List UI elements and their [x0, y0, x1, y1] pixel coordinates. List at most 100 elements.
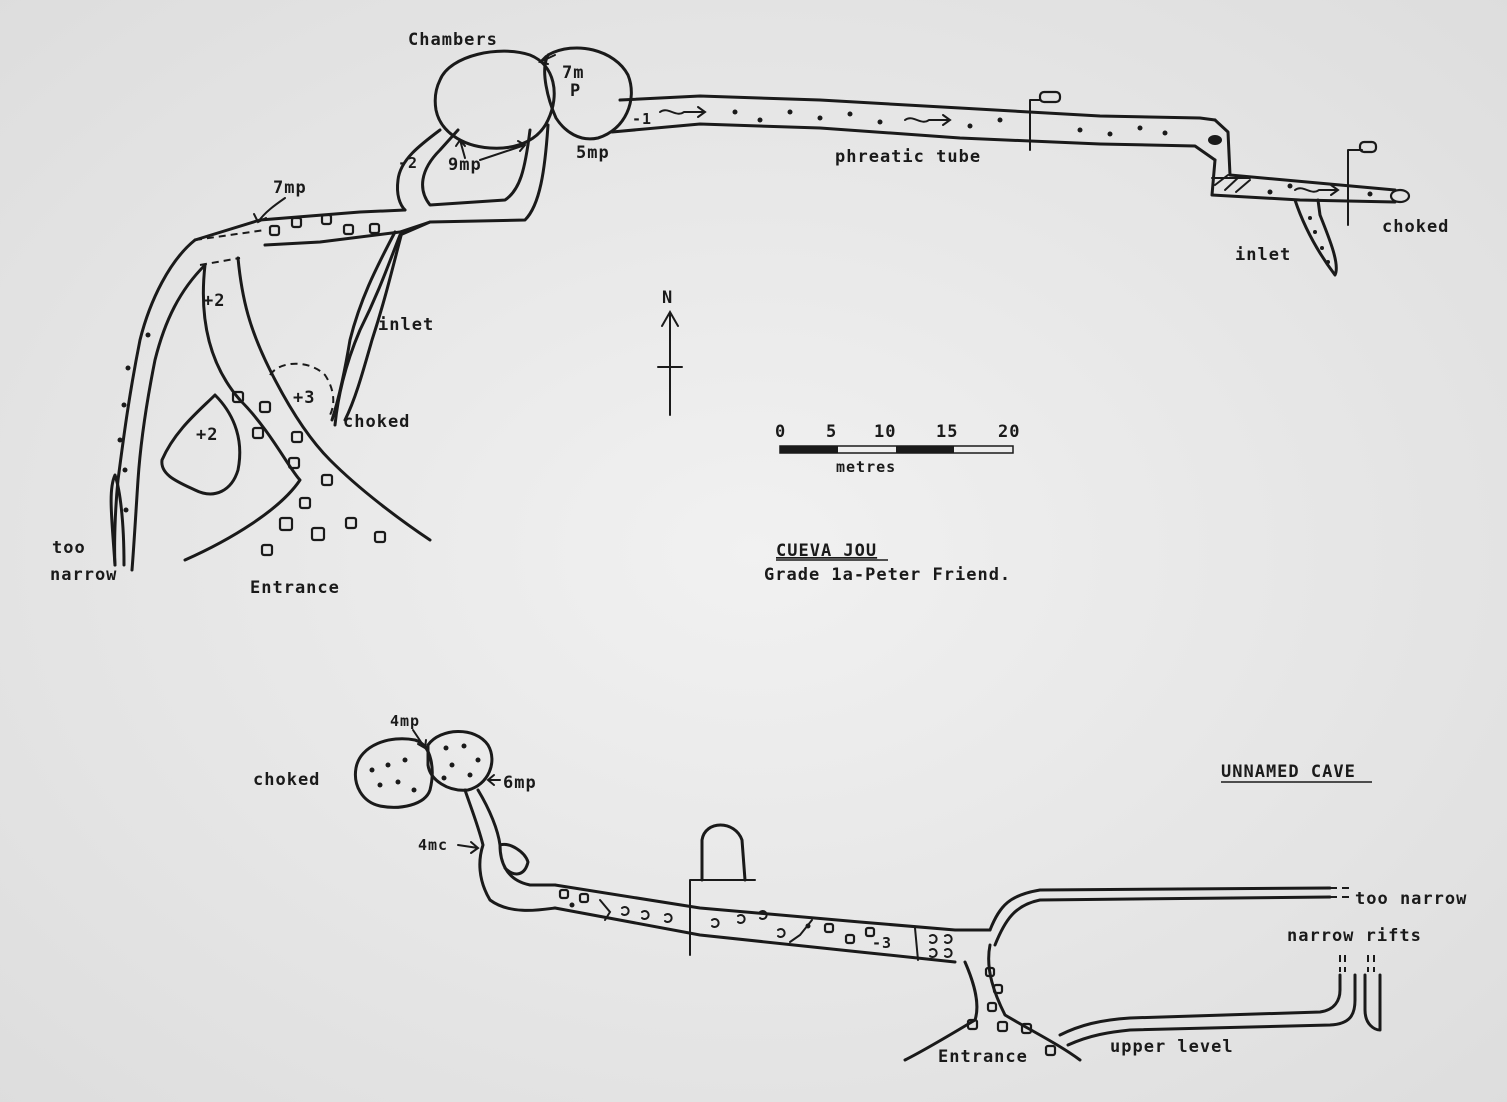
label-7mp: 7mp	[273, 178, 307, 198]
cueva-jou-credit: Grade 1a-Peter Friend.	[764, 565, 1011, 585]
entrance-boulders	[966, 966, 1057, 1057]
label-chambers: Chambers	[408, 30, 498, 50]
label-too: too	[52, 538, 86, 558]
main-passage-north-wall	[553, 883, 992, 932]
label-p: P	[570, 81, 581, 101]
section-marker-arch	[700, 823, 747, 882]
chamber-west	[353, 737, 434, 809]
flow-arrow-2	[904, 114, 952, 126]
too-narrow-end	[1330, 887, 1350, 898]
passage-from-chambers-west	[463, 788, 557, 912]
passage-west-branch	[193, 208, 407, 242]
label-narrow: narrow	[50, 565, 117, 585]
label-narrow-rifts: narrow rifts	[1287, 926, 1422, 946]
label-minus-two: -2	[398, 154, 418, 172]
plus-two-chamber	[160, 393, 242, 496]
side-pocket	[498, 842, 530, 876]
west-narrow-passage-inner	[130, 263, 207, 572]
phreatic-tube-north-wall	[618, 94, 1217, 122]
passage-junction-upper	[396, 128, 442, 212]
scale-unit: metres	[836, 458, 896, 476]
east-inlet-passage	[1293, 198, 1338, 277]
chamber-pebbles	[369, 743, 481, 793]
passage-crack-1	[599, 899, 612, 921]
inlet-passage-east-wall	[343, 230, 404, 422]
boulder-field	[231, 213, 387, 557]
label-4mc: 4mc	[418, 836, 448, 854]
unnamed-cave-title: UNNAMED CAVE	[1221, 762, 1356, 782]
label-phreatic-tube: phreatic tube	[835, 147, 981, 167]
upper-level-north	[1058, 973, 1342, 1037]
scale-tick-0: 0	[775, 422, 786, 442]
label-upper-level: upper level	[1110, 1037, 1234, 1057]
label-choked-west: choked	[343, 412, 410, 432]
passage-chamber-to-junction-inner	[421, 128, 532, 207]
large-chamber	[433, 49, 556, 150]
main-passage-markings	[558, 888, 953, 958]
tube-sump	[1208, 135, 1222, 145]
label-5mp: 5mp	[576, 143, 610, 163]
label-inlet-west: inlet	[378, 315, 434, 335]
scale-tick-15: 15	[936, 422, 958, 442]
arrow-4mp	[412, 729, 427, 750]
tube-pebbles	[117, 109, 1373, 513]
scale-bar: 0 5 10 15 20 metres	[775, 422, 1020, 476]
upper-level-south	[1066, 973, 1357, 1047]
label-inlet-east: inlet	[1235, 245, 1291, 265]
scale-tick-5: 5	[826, 422, 837, 442]
label-4mp: 4mp	[390, 712, 420, 730]
passage-crack-3	[914, 927, 919, 961]
label-too-narrow: too narrow	[1355, 889, 1467, 909]
west-narrow-end	[109, 473, 126, 567]
flow-arrow-1	[659, 106, 707, 118]
hatched-section	[1211, 174, 1251, 193]
label-plus-three: +3	[293, 388, 315, 408]
entrance-slope-west	[183, 263, 302, 562]
dashed-chamber-plus3	[269, 362, 335, 416]
scale-tick-10: 10	[874, 422, 896, 442]
north-arrow: N	[657, 288, 683, 416]
unnamed-cave-survey: 4mp 6mp 4mc choked -3 too narrow narrow …	[253, 712, 1467, 1067]
section-marker-2-box	[1358, 140, 1378, 154]
label-plus-two-a: +2	[203, 291, 225, 311]
arrow-7m-p	[538, 54, 556, 65]
arrow-9mp-up	[455, 138, 466, 159]
phreatic-tube-south-wall	[610, 122, 1217, 162]
label-6mp: 6mp	[503, 773, 537, 793]
label-9mp: 9mp	[448, 155, 482, 175]
dashed-passage-top	[194, 229, 266, 266]
passage-east-lower	[993, 895, 1332, 947]
passage-east-upper	[988, 886, 1332, 932]
rift-east	[1363, 973, 1382, 1032]
section-marker-1-box	[1038, 90, 1062, 104]
flow-arrow-3	[1294, 184, 1340, 196]
small-chamber	[543, 46, 633, 141]
cueva-jou-title: CUEVA JOU	[776, 541, 877, 561]
arrow-7mp	[253, 197, 286, 224]
section-marker-1	[1029, 99, 1041, 151]
scale-tick-20: 20	[998, 422, 1020, 442]
passage-west-branch-south	[263, 220, 432, 247]
label-choked: choked	[253, 770, 320, 790]
inlet-passage-west-wall	[330, 230, 397, 422]
label-entrance: Entrance	[938, 1047, 1028, 1067]
label-7m: 7m	[562, 63, 584, 83]
label-choked-east: choked	[1382, 217, 1449, 237]
label-entrance: Entrance	[250, 578, 340, 598]
arrow-9mp	[479, 140, 527, 161]
arrow-6mp	[486, 774, 501, 786]
label-minus-one: -1	[632, 110, 652, 128]
chamber-east	[426, 730, 494, 792]
tube-bend-east	[1213, 118, 1397, 192]
arrow-4mc	[457, 841, 480, 854]
entrance-slope-centre	[236, 256, 432, 542]
label-minus-three: -3	[872, 934, 892, 952]
tube-choke-end	[1389, 188, 1411, 204]
cueva-jou-survey: Chambers 7m P -1 -2 9mp 5mp 7mp phreatic…	[50, 30, 1449, 598]
label-plus-two-b: +2	[196, 425, 218, 445]
main-passage-south-wall	[553, 906, 957, 964]
west-narrow-passage	[113, 238, 197, 567]
north-label: N	[662, 288, 673, 308]
